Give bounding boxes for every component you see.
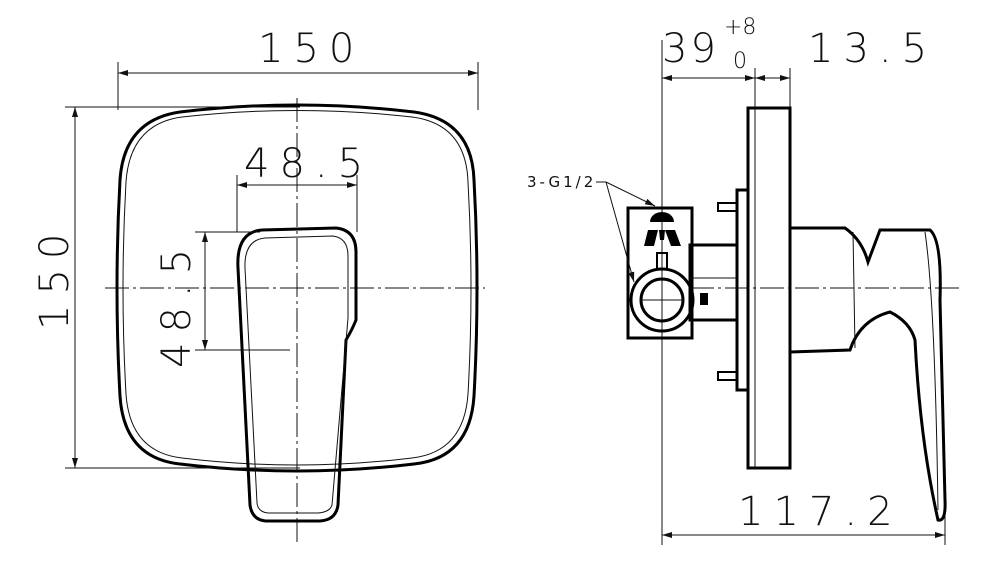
depth-tolerance-lower: 0 <box>733 49 747 74</box>
shower-symbol-icon <box>644 212 681 246</box>
total-depth-dimension: 117.2 <box>738 489 903 535</box>
mounting-flange <box>735 188 750 392</box>
handle-height-dimension: 48.5 <box>154 239 200 368</box>
lever-handle-front <box>236 226 358 523</box>
side-view: 39 +8 0 13.5 117.2 3-G1/2 <box>527 15 960 545</box>
connection-label: 3-G1/2 <box>527 173 596 191</box>
front-view: 150 150 48.5 48.5 <box>32 26 485 545</box>
depth-dimension: 39 <box>662 26 719 72</box>
connection-leader-1 <box>605 181 656 207</box>
width-dimension: 150 <box>258 26 364 72</box>
connection-leader-2 <box>605 181 635 283</box>
cover-plate-outline <box>115 103 479 473</box>
plate-dimension: 13.5 <box>808 26 937 72</box>
handle-width-dimension: 48.5 <box>244 141 373 187</box>
lever-handle-inner-edge <box>244 235 349 514</box>
height-dimension: 150 <box>32 224 78 330</box>
valve-body <box>626 206 694 340</box>
cover-plate-inner-edge <box>122 110 472 466</box>
depth-tolerance-upper: +8 <box>724 15 756 40</box>
lever-handle-side <box>789 226 947 522</box>
